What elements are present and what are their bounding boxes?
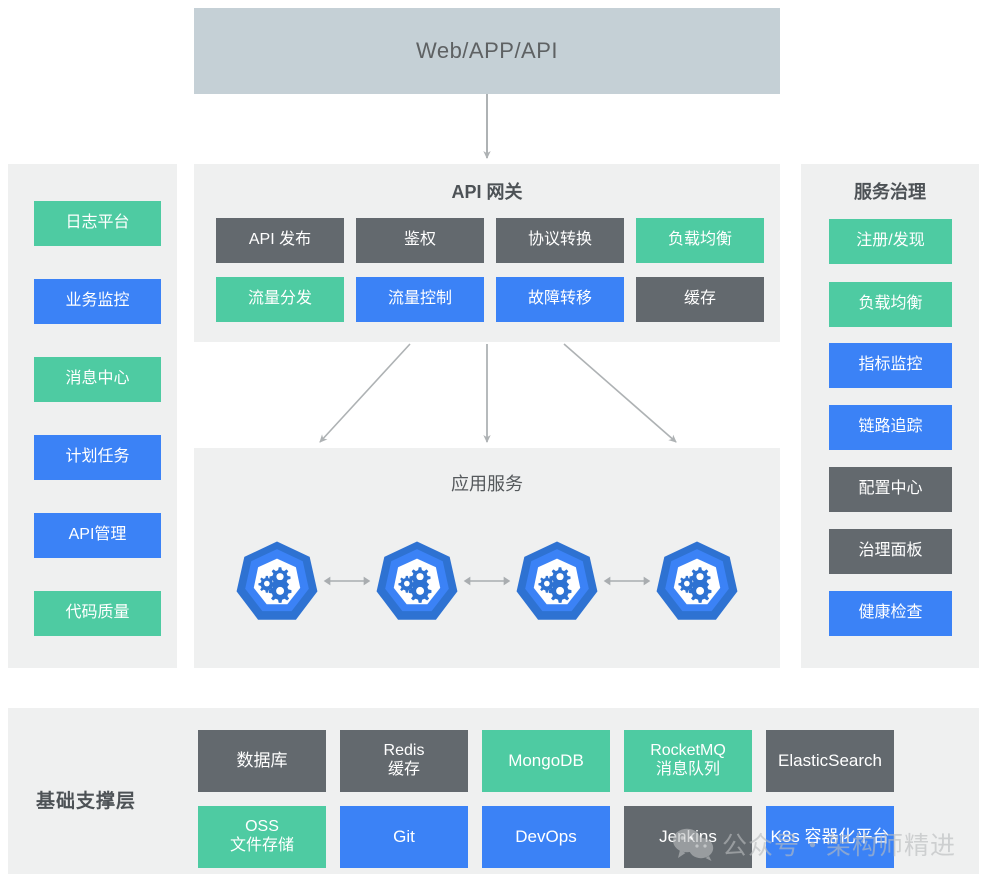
gateway-item-failover[interactable]: 故障转移: [496, 277, 624, 322]
api-gateway-panel: API 网关 API 发布 鉴权 协议转换 负载均衡 流量分发 流量控制 故障转…: [194, 164, 780, 342]
infra-item-label: 数据库: [236, 750, 288, 770]
infra-item-rocketmq[interactable]: RocketMQ 消息队列: [624, 730, 752, 792]
arrow-gateway-to-appsvc-left: [319, 343, 411, 443]
platform-item-message-center[interactable]: 消息中心: [34, 357, 161, 402]
infra-item-sublabel: 缓存: [387, 761, 420, 778]
gateway-item-cache[interactable]: 缓存: [636, 277, 764, 322]
client-layer-banner: Web/APP/API: [194, 8, 780, 94]
governance-item-tracing[interactable]: 链路追踪: [829, 405, 952, 450]
governance-item-health-check[interactable]: 健康检查: [829, 591, 952, 636]
governance-item-metrics-monitor[interactable]: 指标监控: [829, 343, 952, 388]
platform-services-panel: 日志平台 业务监控 消息中心 计划任务 API管理 代码质量: [8, 164, 177, 668]
kubernetes-gears-icon[interactable]: [234, 536, 320, 626]
bidirectional-arrow-icon: [323, 576, 371, 586]
gateway-item-auth[interactable]: 鉴权: [356, 218, 484, 263]
kubernetes-gears-icon[interactable]: [654, 536, 740, 626]
client-layer-label: Web/APP/API: [415, 38, 559, 63]
gateway-item-traffic-control[interactable]: 流量控制: [356, 277, 484, 322]
infra-item-label: DevOps: [515, 826, 577, 846]
infra-item-database[interactable]: 数据库: [198, 730, 326, 792]
watermark-text: 公众号・架构师精进: [722, 832, 957, 860]
infra-item-elasticsearch[interactable]: ElasticSearch: [766, 730, 894, 792]
governance-item-config-center[interactable]: 配置中心: [829, 467, 952, 512]
infrastructure-panel: 基础支撑层 数据库 Redis 缓存 MongoDB RocketMQ 消息队列: [8, 708, 979, 874]
infra-item-label: RocketMQ: [650, 742, 726, 760]
infra-item-sublabel: 消息队列: [655, 761, 720, 778]
infra-item-git[interactable]: Git: [340, 806, 468, 868]
gateway-item-load-balance[interactable]: 负载均衡: [636, 218, 764, 263]
api-gateway-title: API 网关: [451, 182, 523, 202]
infra-item-label: ElasticSearch: [778, 750, 882, 770]
infra-item-k8s[interactable]: K8s 容器化平台: [766, 806, 894, 868]
service-node-row: [234, 526, 740, 636]
governance-item-governance-dashboard[interactable]: 治理面板: [829, 529, 952, 574]
wechat-icon: [673, 828, 714, 861]
platform-item-scheduled-task[interactable]: 计划任务: [34, 435, 161, 480]
infra-item-sublabel: 文件存储: [229, 837, 294, 854]
infra-item-label: MongoDB: [508, 750, 584, 770]
infra-item-label: K8s 容器化平台: [770, 826, 890, 846]
infra-item-label: OSS: [245, 818, 279, 836]
bidirectional-arrow-icon: [463, 576, 511, 586]
gateway-item-protocol-conversion[interactable]: 协议转换: [496, 218, 624, 263]
watermark: 公众号・架构师精进: [672, 826, 956, 862]
application-services-panel: 应用服务: [194, 448, 780, 668]
gateway-item-traffic-distribution[interactable]: 流量分发: [216, 277, 344, 322]
platform-item-api-management[interactable]: API管理: [34, 513, 161, 558]
infra-item-oss[interactable]: OSS 文件存储: [198, 806, 326, 868]
arrow-gateway-to-appsvc-right: [563, 343, 677, 443]
infrastructure-grid: 数据库 Redis 缓存 MongoDB RocketMQ 消息队列 Elast…: [198, 730, 894, 868]
infrastructure-title: 基础支撑层: [36, 791, 137, 812]
platform-item-code-quality[interactable]: 代码质量: [34, 591, 161, 636]
platform-item-log[interactable]: 日志平台: [34, 201, 161, 246]
infra-item-devops[interactable]: DevOps: [482, 806, 610, 868]
platform-item-business-monitor[interactable]: 业务监控: [34, 279, 161, 324]
governance-item-registry-discovery[interactable]: 注册/发现: [829, 219, 952, 264]
infra-item-label: Git: [393, 826, 415, 846]
bidirectional-arrow-icon: [603, 576, 651, 586]
infra-item-label: Redis: [383, 742, 425, 760]
service-governance-title: 服务治理: [854, 182, 926, 202]
infra-item-redis[interactable]: Redis 缓存: [340, 730, 468, 792]
service-governance-panel: 服务治理 注册/发现 负载均衡 指标监控 链路追踪 配置中心 治理面板 健康检查: [801, 164, 979, 668]
governance-item-load-balance[interactable]: 负载均衡: [829, 282, 952, 327]
kubernetes-gears-icon[interactable]: [374, 536, 460, 626]
kubernetes-gears-icon[interactable]: [514, 536, 600, 626]
application-services-title: 应用服务: [451, 474, 523, 494]
infra-item-mongodb[interactable]: MongoDB: [482, 730, 610, 792]
gateway-item-api-publish[interactable]: API 发布: [216, 218, 344, 263]
api-gateway-capability-grid: API 发布 鉴权 协议转换 负载均衡 流量分发 流量控制 故障转移 缓存: [216, 218, 764, 322]
